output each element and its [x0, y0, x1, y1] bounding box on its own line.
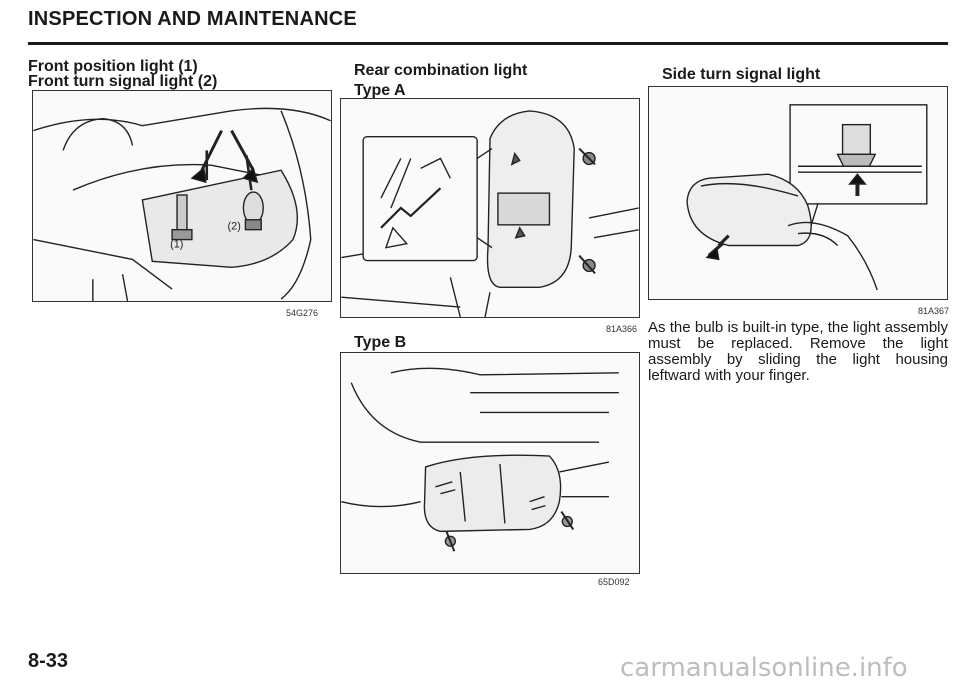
page-number: 8-33 — [28, 650, 69, 672]
side-figure-code: 81A367 — [918, 306, 950, 316]
callout-front-position: (1) — [170, 239, 183, 251]
rear-type-b-figure — [340, 352, 640, 574]
side-light-illustration — [686, 104, 928, 291]
front-light-title-2: Front turn signal light (2) — [28, 73, 218, 90]
rear-type-b-label: Type B — [354, 334, 407, 351]
footer-watermark: carmanualsonline.info — [620, 653, 908, 683]
rear-type-a-illustration — [341, 110, 639, 317]
rear-type-b-code: 65D092 — [598, 577, 630, 587]
side-light-instructions: As the bulb is built-in type, the light … — [648, 319, 948, 384]
rear-type-b-illustration — [341, 367, 619, 552]
rear-type-a-figure — [340, 98, 640, 318]
side-light-title: Side turn signal light — [662, 66, 821, 83]
rear-type-a-code: 81A366 — [606, 324, 638, 334]
page-header-title: INSPECTION AND MAINTENANCE — [28, 8, 357, 30]
front-light-figure: (1) (2) — [32, 90, 332, 302]
callout-front-turn: (2) — [228, 221, 241, 233]
rear-type-a-label: Type A — [354, 82, 406, 99]
header-rule — [28, 42, 948, 45]
rear-light-title: Rear combination light — [354, 62, 528, 79]
front-light-illustration: (1) (2) — [33, 107, 331, 301]
side-light-figure — [648, 86, 948, 300]
front-figure-code: 54G276 — [286, 308, 319, 318]
front-light-title-1: Front position light (1) — [28, 58, 198, 75]
